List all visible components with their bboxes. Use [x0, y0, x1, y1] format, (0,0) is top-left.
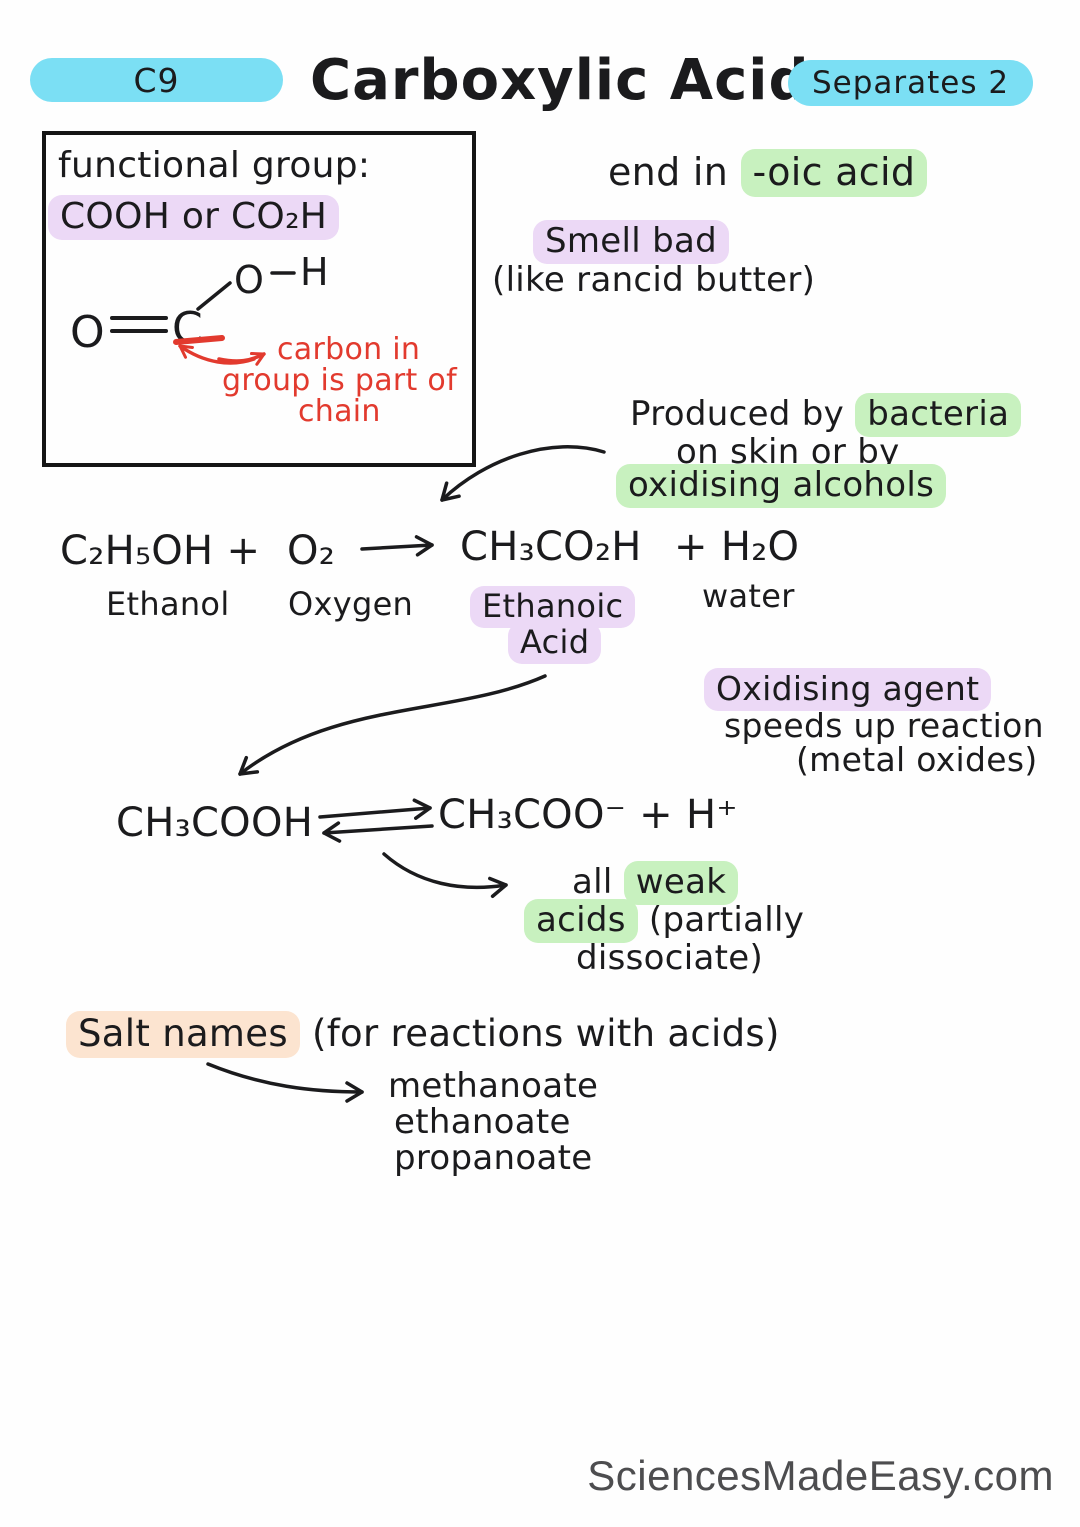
weak-acid-line2-rest: (partially [648, 900, 805, 940]
single-bond-diagonal [196, 281, 232, 311]
equilibrium-arrow-forward [318, 798, 432, 820]
reaction-arrow [360, 535, 434, 557]
salt-names-arrow [206, 1062, 364, 1103]
page-title: Carboxylic Acids [310, 48, 844, 113]
equilibrium-arrow-reverse [322, 821, 434, 843]
weak-acid-line1-prefix: all [572, 862, 613, 902]
salt-item-propanoate: propanoate [394, 1138, 593, 1178]
weak-acid-line3: dissociate) [576, 938, 764, 978]
weak-acid-line2: acids (partially [524, 899, 805, 943]
functional-group-box: functional group: COOH or CO₂H O C O H c… [42, 131, 476, 467]
suffix-note-highlight: -oic acid [740, 149, 928, 197]
eq1-label-oxygen: Oxygen [288, 585, 414, 623]
red-note-line2: group is part of [222, 363, 457, 398]
suffix-note-prefix: end in [608, 150, 729, 194]
eq2-lhs: CH₃COOH [116, 800, 314, 846]
weak-acid-line1-highlight: weak [623, 861, 739, 905]
eq1-reactant2: O₂ [287, 528, 336, 574]
salt-item-methanoate: methanoate [388, 1066, 599, 1106]
watermark: SciencesMadeEasy.com [587, 1452, 1054, 1499]
production-note-line3: oxidising alcohols [616, 464, 947, 508]
production-line1-highlight: bacteria [855, 393, 1022, 437]
separates-label: Separates 2 [811, 65, 1010, 101]
salt-item-ethanoate: ethanoate [394, 1102, 571, 1142]
red-underline-carbon [173, 335, 225, 345]
salt-names-rest: (for reactions with acids) [311, 1012, 780, 1055]
oxidising-note-highlight: Oxidising agent [704, 668, 992, 711]
smell-note-detail: (like rancid butter) [492, 260, 816, 300]
chapter-code: C9 [133, 60, 180, 100]
weak-acid-line1: all weak [572, 861, 739, 905]
red-curved-arrow-to-carbon [178, 344, 256, 365]
eq1-label-ethanoic: Ethanoic [470, 586, 636, 628]
eq2-rhs: CH₃COO⁻ + H⁺ [438, 792, 738, 838]
eq1-product1: CH₃CO₂H [460, 524, 642, 570]
smell-note-highlight: Smell bad [533, 220, 730, 264]
red-note-line3: chain [298, 394, 381, 429]
eq1-product2: + H₂O [674, 524, 800, 570]
salt-names-highlight: Salt names [66, 1011, 300, 1058]
structure-oxygen-top: O [234, 258, 264, 302]
eq1-label-water: water [702, 577, 795, 615]
weak-acid-line2-highlight: acids [524, 899, 638, 943]
separates-badge: Separates 2 [788, 60, 1033, 106]
structure-oxygen-left: O [70, 307, 105, 358]
chapter-badge: C9 [30, 58, 283, 102]
structure-carbon: C [172, 303, 203, 354]
structure-hydrogen: H [300, 250, 329, 294]
eq1-label-ethanol: Ethanol [106, 585, 230, 623]
red-arrow-to-note [217, 352, 266, 366]
ethanoic-to-dissociation-arrow [238, 674, 547, 776]
salt-names-line: Salt names (for reactions with acids) [66, 1011, 780, 1058]
eq1-reactant1: C₂H₅OH + [60, 528, 261, 574]
oxidising-note-line3: (metal oxides) [796, 740, 1038, 779]
red-note-line1: carbon in [277, 332, 421, 367]
functional-group-heading: functional group: [58, 145, 371, 186]
suffix-note: end in -oic acid [608, 149, 928, 197]
production-line1-prefix: Produced by [630, 394, 845, 434]
oxidising-note-line2: speeds up reaction [724, 706, 1044, 745]
dissociation-to-weak-acids-arrow [382, 852, 508, 898]
production-note-line1: Produced by bacteria [630, 393, 1022, 437]
functional-group-formula: COOH or CO₂H [48, 195, 340, 240]
eq1-label-acid: Acid [508, 622, 602, 664]
